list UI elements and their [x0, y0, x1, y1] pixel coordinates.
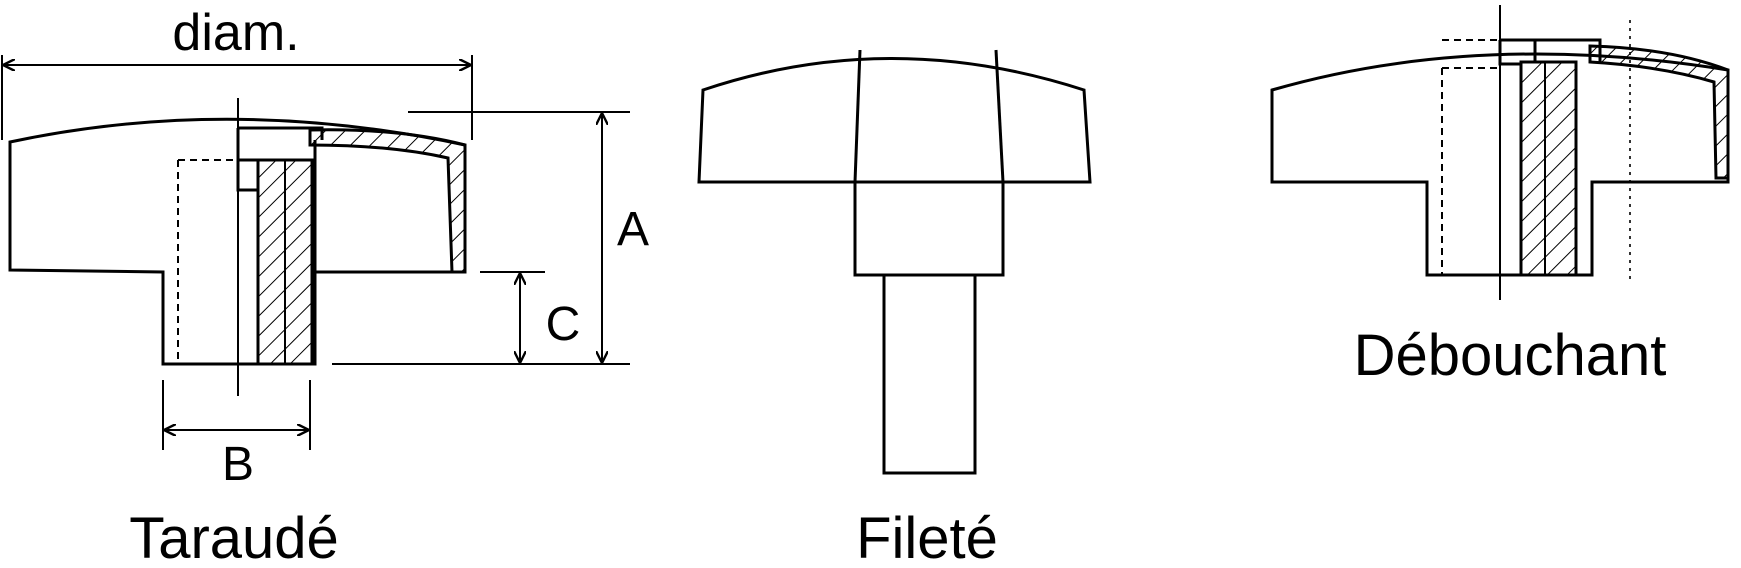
filete-wing-right — [994, 49, 1005, 183]
knob-taraude: diam. A C B Taraudé — [1, 4, 649, 568]
taraude-shell-section — [308, 128, 467, 274]
c-label: C — [546, 298, 581, 351]
filete-cap-outline — [697, 57, 1092, 184]
debouchant-insert-head — [1498, 38, 1602, 66]
debouchant-hidden-edge — [1441, 39, 1500, 275]
debouchant-insert — [1519, 60, 1578, 277]
b-label: B — [222, 438, 254, 491]
knob-debouchant: Débouchant — [1270, 5, 1730, 388]
knob-filete: Fileté — [697, 49, 1092, 568]
filete-wing-left — [853, 49, 862, 183]
debouchant-shell-section — [1588, 44, 1730, 180]
taraude-hidden-edge — [177, 159, 238, 364]
filete-threaded-stud — [882, 273, 977, 475]
diam-label: diam. — [172, 4, 299, 62]
a-label: A — [617, 203, 649, 256]
taraude-caption: Taraudé — [129, 506, 339, 568]
debouchant-caption: Débouchant — [1354, 323, 1667, 388]
filete-caption: Fileté — [856, 506, 998, 568]
filete-hub — [853, 180, 1005, 277]
